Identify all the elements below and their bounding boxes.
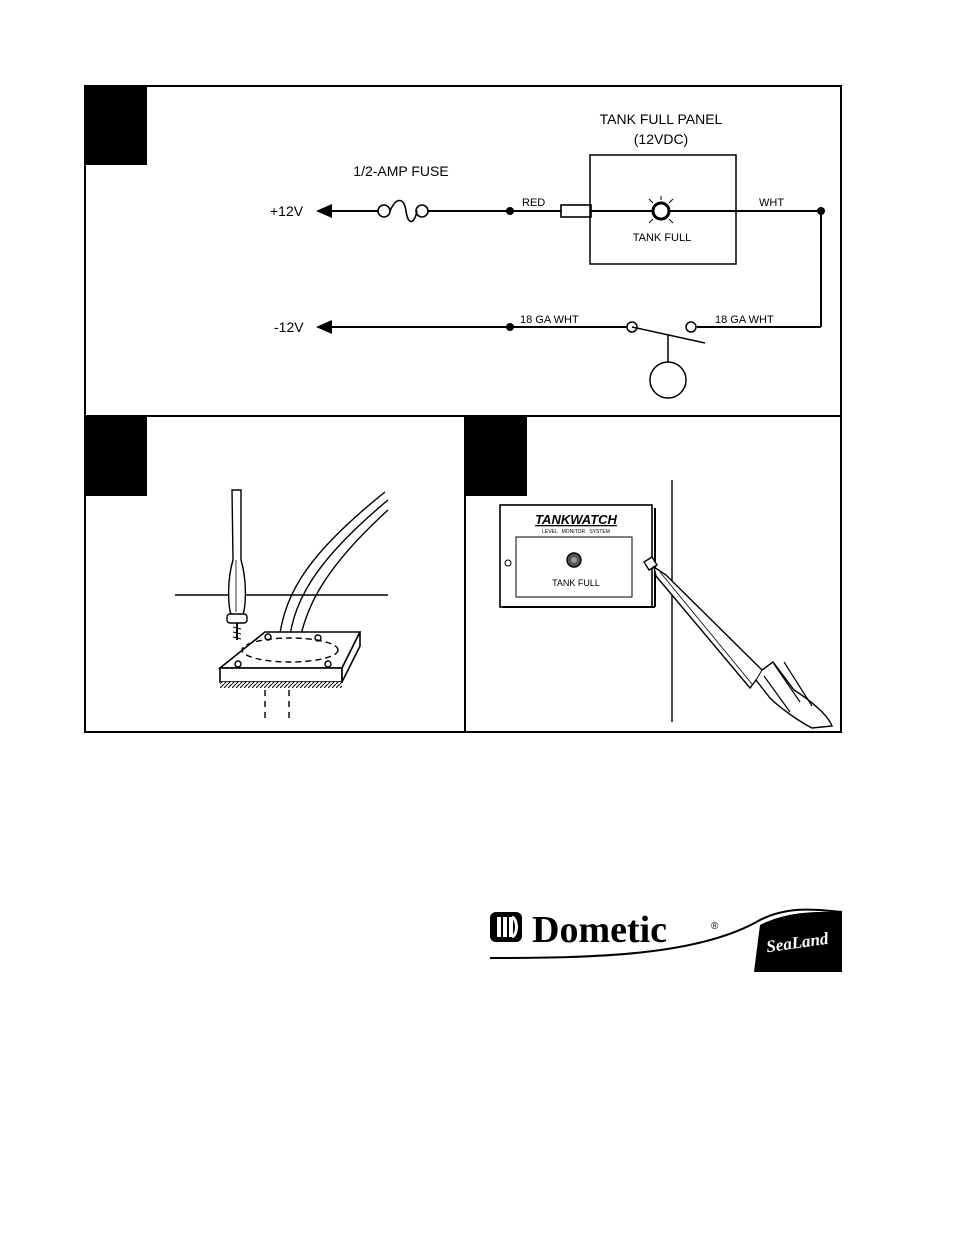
- sensor-mounting-illustration: [175, 490, 388, 722]
- wire-label-right: 18 GA WHT: [715, 314, 774, 326]
- positive-arrowhead: [316, 204, 332, 218]
- wire-label-left: 18 GA WHT: [520, 314, 579, 326]
- negative-label: -12V: [274, 319, 304, 335]
- float-ball-icon: [650, 362, 686, 398]
- positive-label: +12V: [270, 203, 304, 219]
- red-wire-label: RED: [522, 197, 545, 209]
- switch-terminal-right: [686, 322, 696, 332]
- white-wire-label: WHT: [759, 197, 784, 209]
- resistor: [561, 205, 591, 217]
- panel-brand-text: TANKWATCH: [535, 512, 617, 527]
- panel-indicator-label: TANK FULL: [552, 578, 600, 588]
- panel-title-line2: (12VDC): [634, 131, 688, 147]
- fuse-element: [390, 201, 417, 222]
- panel-screwdriver-icon: [654, 567, 832, 728]
- negative-arrowhead: [316, 320, 332, 334]
- fuse-right-terminal: [416, 205, 428, 217]
- lamp-icon: [653, 203, 669, 219]
- fuse-left-terminal: [378, 205, 390, 217]
- lamp-label: TANK FULL: [633, 232, 691, 244]
- wiring-diagram: [316, 155, 825, 398]
- fuse-label: 1/2-AMP FUSE: [353, 163, 448, 179]
- panel-title-line1: TANK FULL PANEL: [600, 111, 723, 127]
- screwdriver-icon: [229, 490, 246, 615]
- dometic-brand-text: Dometic: [532, 909, 667, 951]
- panel-subtitle-text: LEVEL MONITOR SYSTEM: [542, 529, 610, 535]
- tank-full-panel-box: [590, 155, 736, 264]
- registered-mark: ®: [711, 921, 719, 932]
